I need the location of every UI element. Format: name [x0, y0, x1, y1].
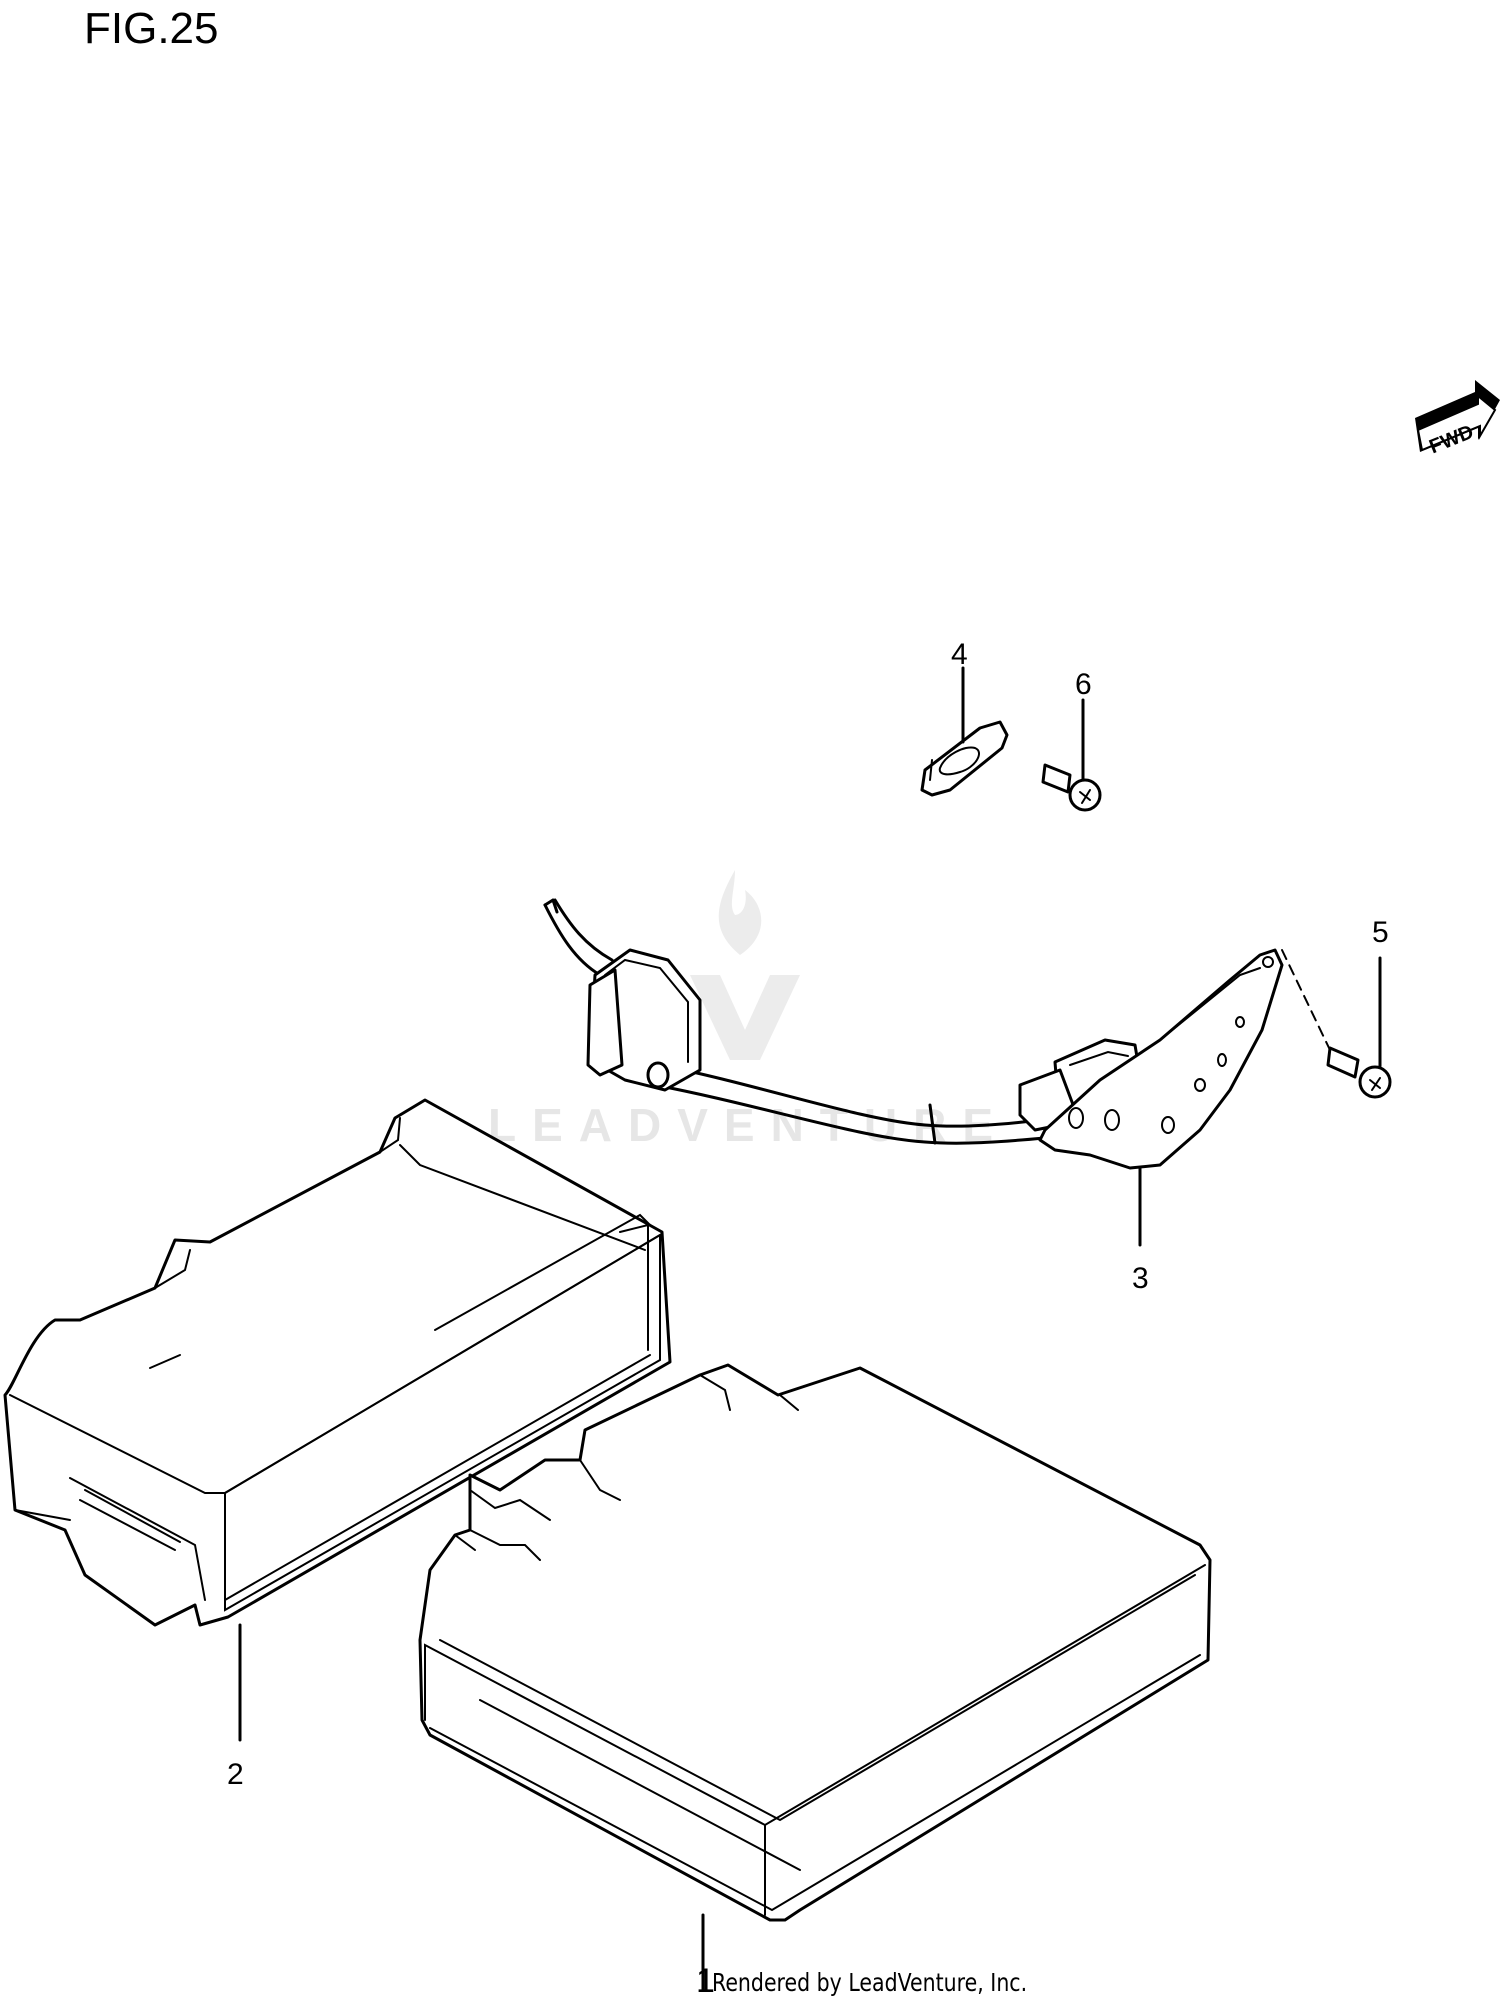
callout-6: 6 [1075, 668, 1092, 701]
callout-5: 5 [1372, 916, 1389, 949]
part-4-plate [920, 720, 1009, 797]
watermark-brand: LEADVENTURE [488, 1099, 1010, 1151]
callout-4: 4 [951, 638, 968, 671]
fwd-arrow-icon: FWD [1415, 380, 1500, 458]
footer-credit: Rendered by LeadVenture, Inc. [712, 1968, 1028, 1997]
part-2-case [3, 1098, 672, 1627]
part-5-screw [1326, 1046, 1392, 1099]
callout-1: 1 [696, 1962, 715, 2000]
figure-title: FIG.25 [84, 4, 219, 53]
callout-3: 3 [1132, 1262, 1149, 1295]
callout-2: 2 [227, 1758, 244, 1791]
part-6-screw [1041, 763, 1102, 812]
watermark-logo-icon [690, 870, 800, 1060]
part-1-ecu [418, 1363, 1212, 1922]
part-3-sensor [543, 898, 1284, 1170]
